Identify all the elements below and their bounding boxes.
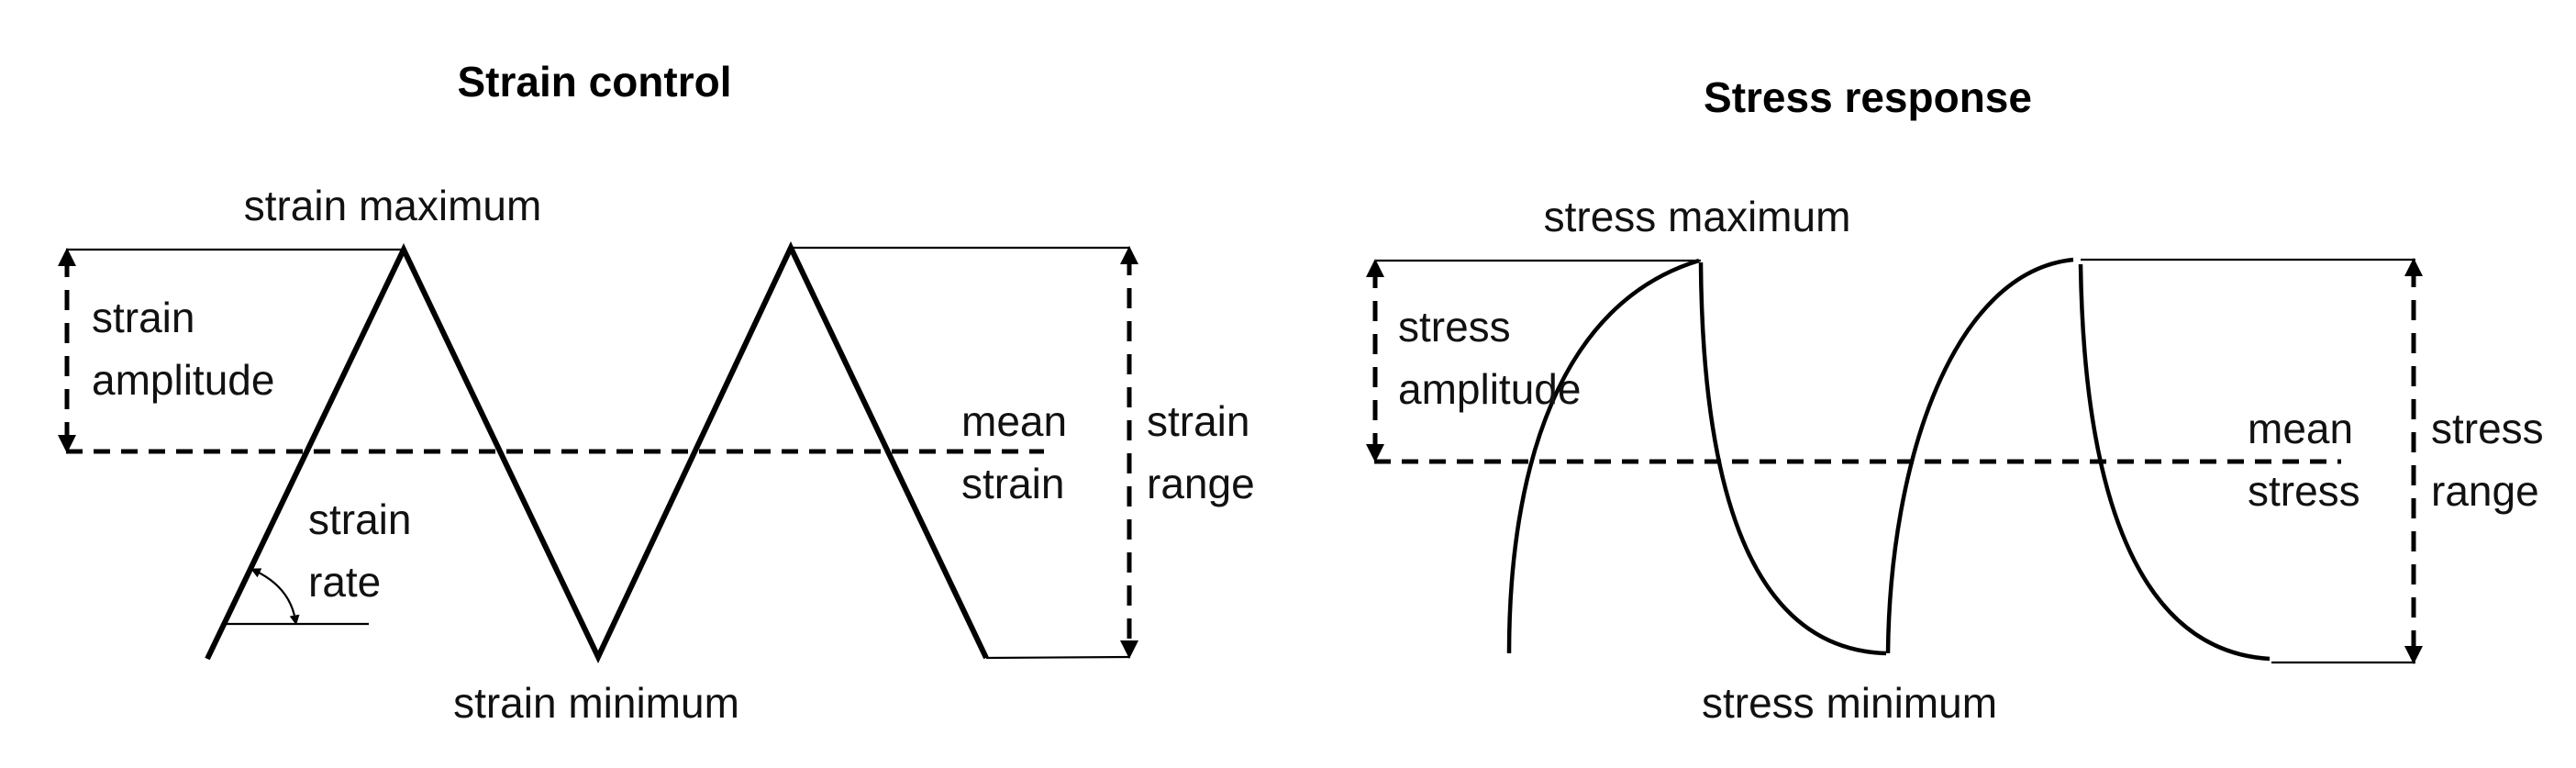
stress-unloading-curve-2 bbox=[2078, 263, 2271, 662]
stress-range-label-line2: range bbox=[2431, 467, 2539, 515]
stress-maximum-label: stress maximum bbox=[1544, 193, 1851, 240]
mean-stress-label-line2: stress bbox=[2248, 467, 2360, 515]
stress-minimum-label: stress minimum bbox=[1702, 679, 1997, 727]
strain-control-panel: Strain control strain maximum strain min… bbox=[58, 58, 1255, 727]
stress-loading-curve-2 bbox=[1885, 257, 2074, 654]
mean-stress-label-line1: mean bbox=[2248, 405, 2353, 452]
strain-rate-label-line2: rate bbox=[308, 558, 381, 606]
strain-amplitude-label-line1: strain bbox=[92, 294, 194, 341]
strain-rate-label-line1: strain bbox=[308, 495, 411, 543]
stress-amplitude-label-line1: stress bbox=[1398, 303, 1511, 351]
strain-min-reference-line bbox=[985, 655, 1131, 660]
mean-strain-label-line2: strain bbox=[961, 460, 1064, 507]
strain-control-title: Strain control bbox=[457, 58, 731, 106]
stress-amplitude-label-line2: amplitude bbox=[1398, 365, 1581, 413]
strain-rate-angle-arc bbox=[250, 568, 300, 626]
stress-range-label-line1: stress bbox=[2431, 405, 2544, 452]
strain-range-label-line1: strain bbox=[1147, 397, 1249, 445]
stress-response-title: Stress response bbox=[1704, 73, 2032, 121]
stress-response-panel: Stress response stress maximum stress mi… bbox=[1366, 73, 2544, 727]
strain-amplitude-label-line2: amplitude bbox=[92, 356, 274, 404]
strain-range-label-line2: range bbox=[1147, 460, 1255, 507]
strain-waveform bbox=[205, 240, 989, 664]
strain-maximum-label: strain maximum bbox=[244, 182, 542, 229]
mean-strain-label-line1: mean bbox=[961, 397, 1067, 445]
stress-unloading-curve-1 bbox=[1698, 262, 1887, 656]
stress-loading-curve-1 bbox=[1506, 258, 1700, 654]
strain-minimum-label: strain minimum bbox=[453, 679, 739, 727]
